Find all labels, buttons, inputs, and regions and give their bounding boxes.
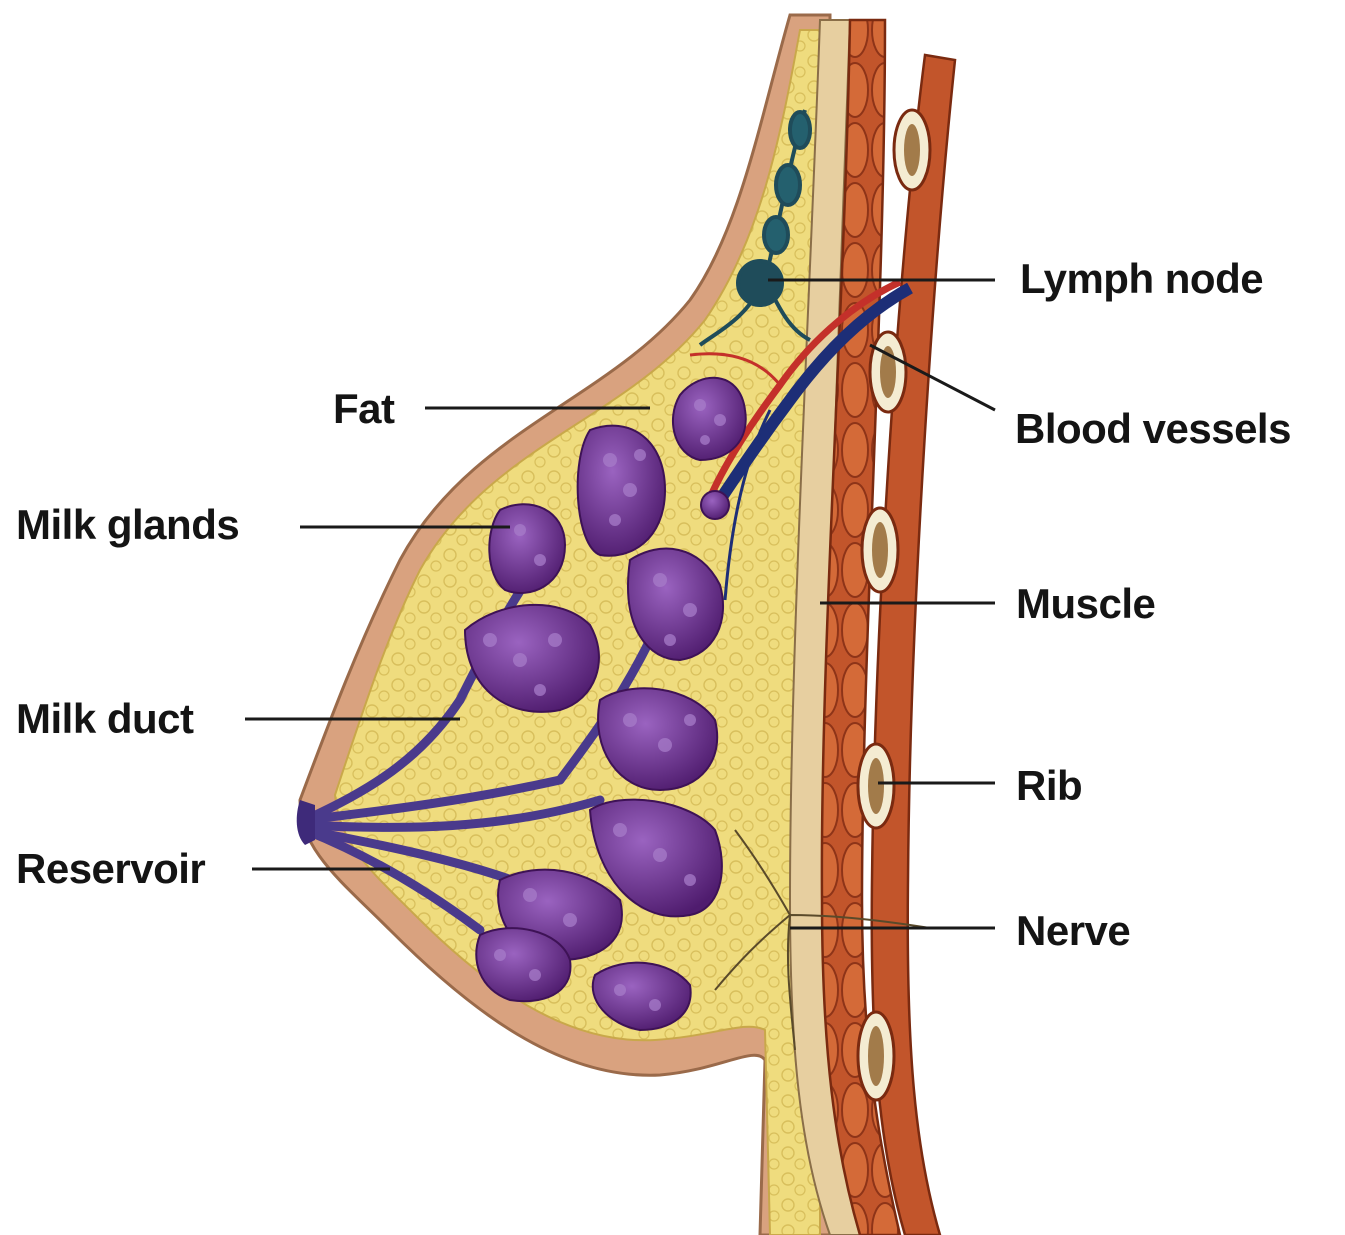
label-lymph-node: Lymph node — [1020, 258, 1263, 300]
label-nerve: Nerve — [1016, 910, 1130, 952]
nipple — [297, 800, 315, 845]
label-fat: Fat — [333, 388, 395, 430]
label-reservoir: Reservoir — [16, 848, 205, 890]
label-muscle: Muscle — [1016, 583, 1155, 625]
label-rib: Rib — [1016, 765, 1082, 807]
label-milk-duct: Milk duct — [16, 698, 194, 740]
label-blood-vessels: Blood vessels — [1015, 408, 1291, 450]
label-milk-glands: Milk glands — [16, 504, 239, 546]
